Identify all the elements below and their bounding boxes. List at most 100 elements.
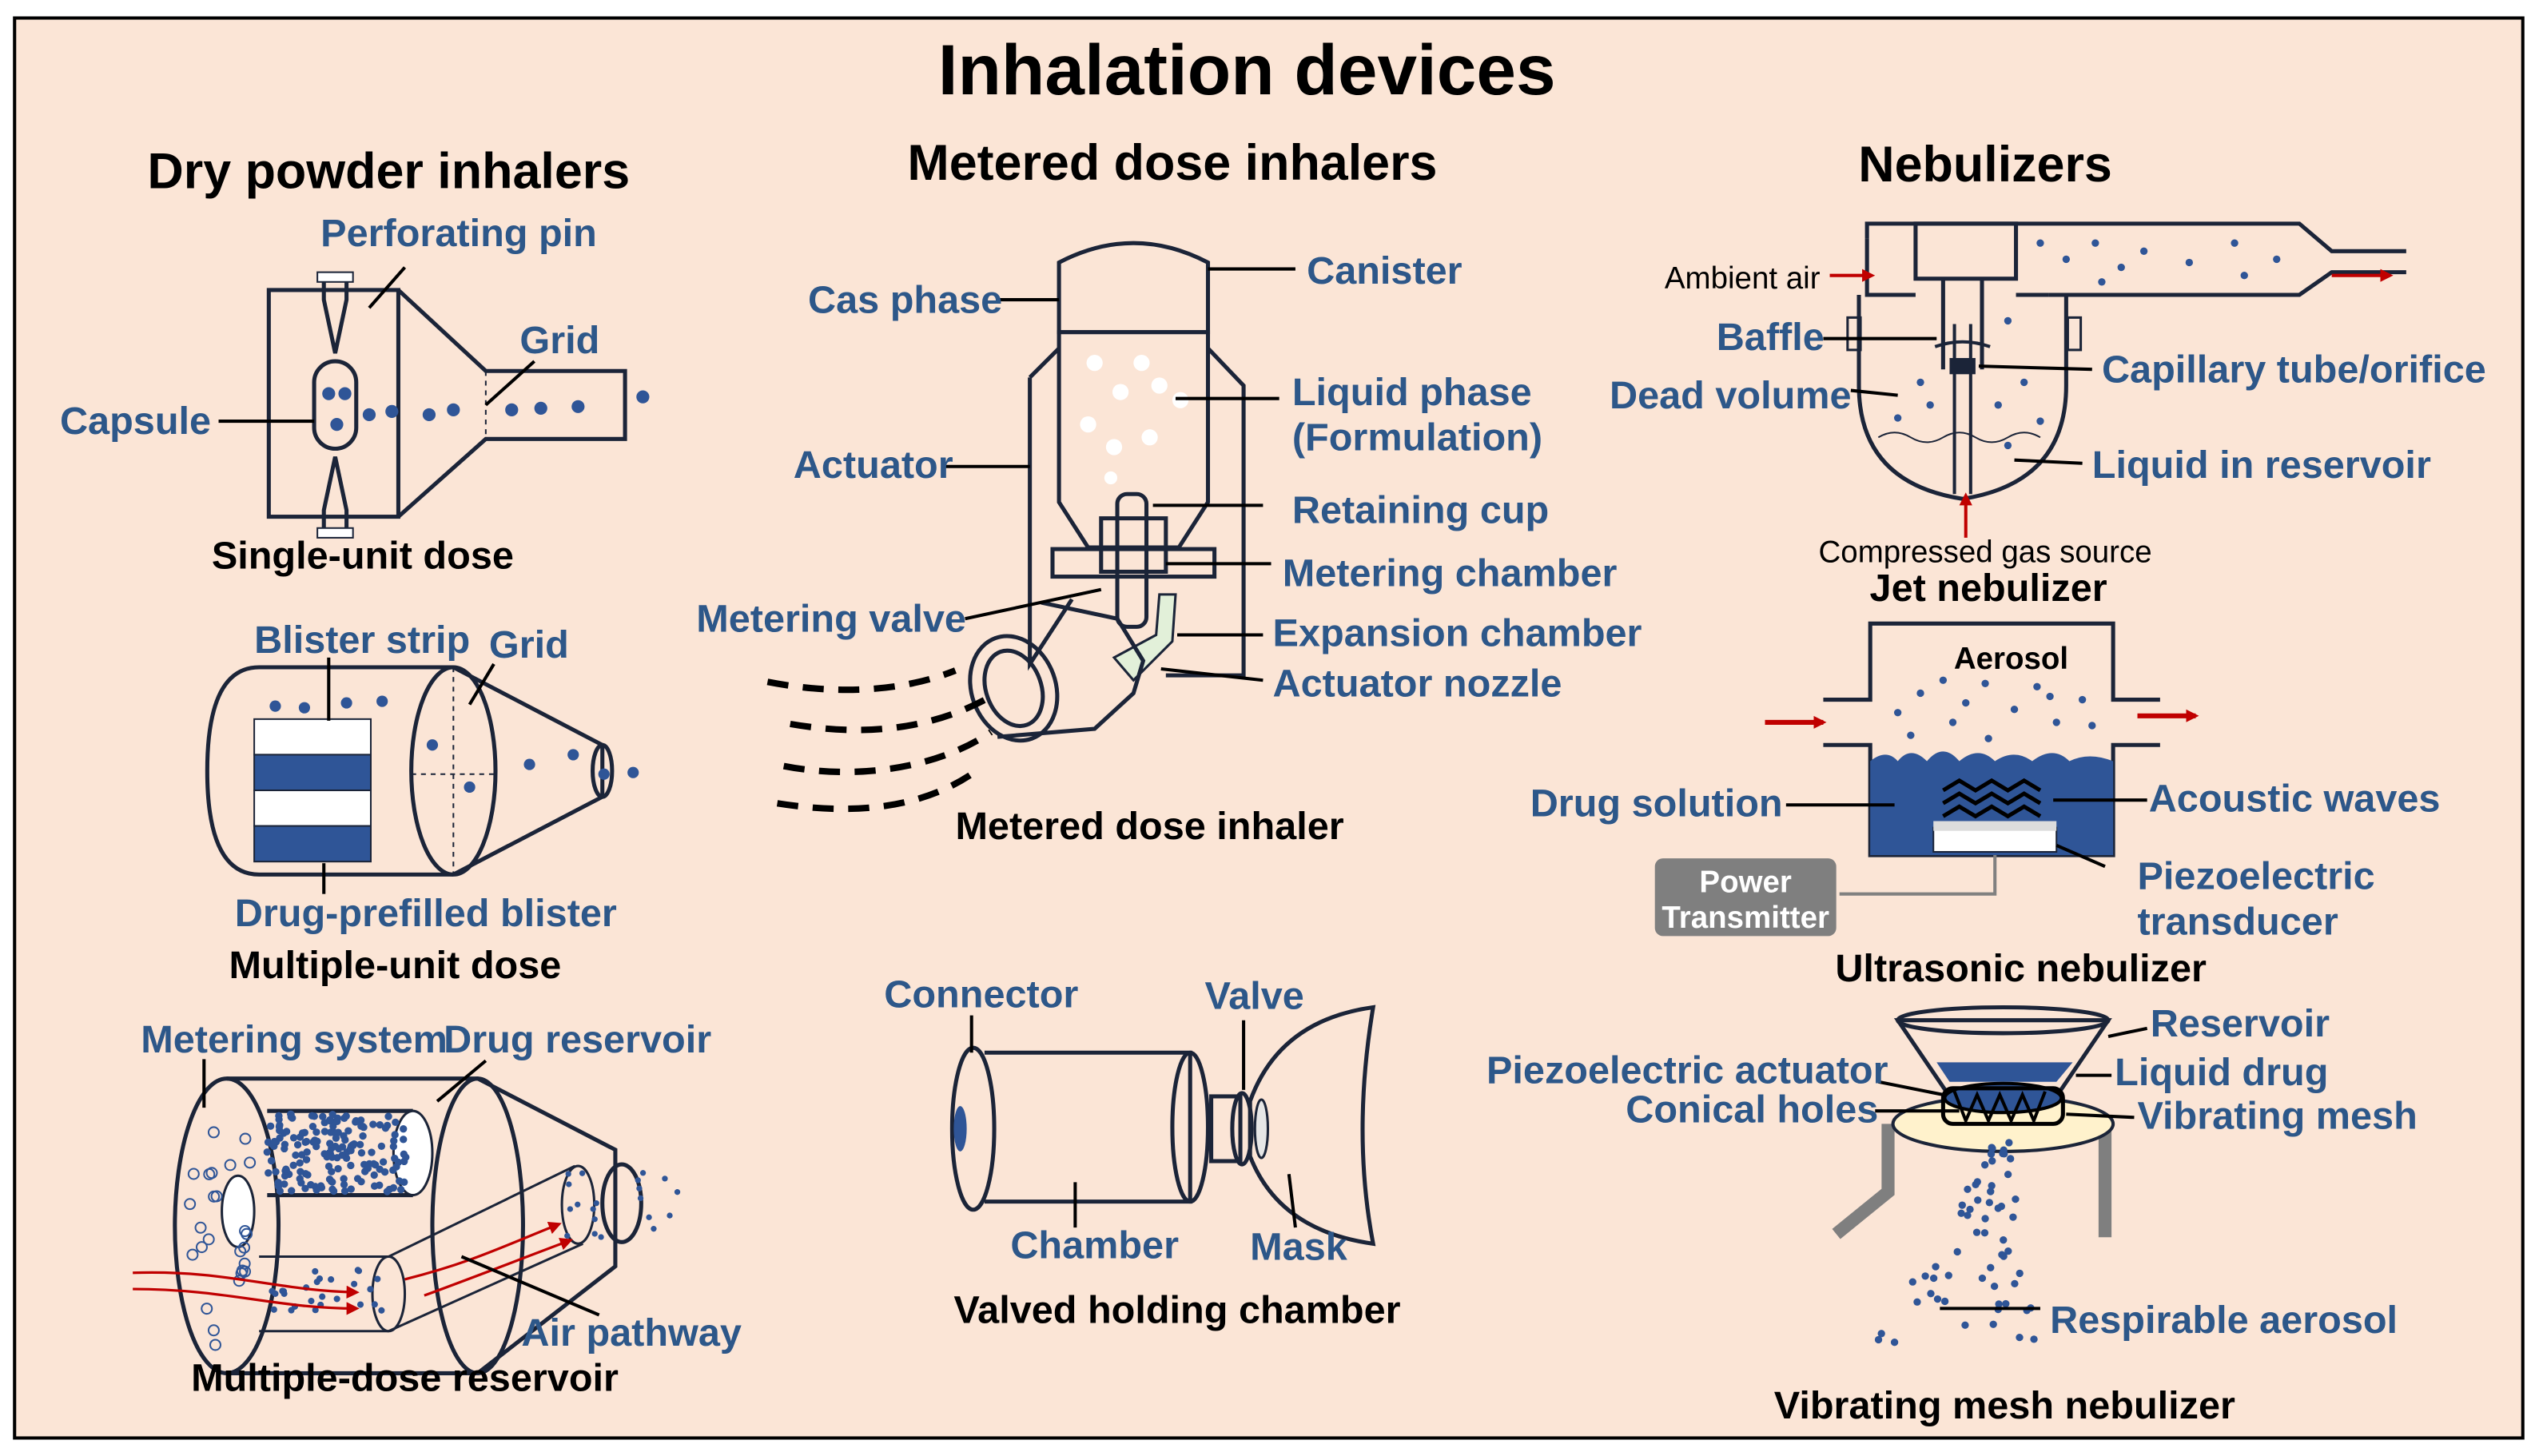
particle-dot: [356, 1301, 364, 1308]
expansion-chamber-label: Expansion chamber: [1273, 612, 1642, 655]
particle-dot: [298, 1129, 307, 1137]
particle-dot: [1980, 1160, 1989, 1169]
particle-dot: [1988, 1144, 1996, 1152]
single-grid-label: Grid: [519, 319, 599, 362]
conical-holes-label: Conical holes: [1626, 1088, 1878, 1131]
ambient-air-label: Ambient air: [1665, 261, 1821, 296]
particle-dot: [1988, 1157, 1996, 1165]
particle-dot: [272, 1168, 280, 1176]
particle-dot: [371, 1301, 378, 1308]
particle-dot: [186, 1248, 199, 1261]
connector-label: Connector: [884, 973, 1078, 1016]
particle-dot: [374, 1275, 381, 1283]
particle-dot: [566, 1181, 572, 1187]
single-dose-particles: [322, 387, 650, 432]
compressed-gas-label: Compressed gas source: [1819, 535, 2152, 569]
retaining-cup-label: Retaining cup: [1292, 489, 1549, 532]
baffle-label: Baffle: [1717, 316, 1825, 359]
particle-dot: [1957, 1209, 1965, 1217]
particle-dot: [380, 1168, 389, 1176]
gas-phase-label: Cas phase: [808, 278, 1002, 321]
particle-dot: [239, 1132, 252, 1145]
particle-dot: [1966, 1205, 1974, 1214]
particle-dot: [302, 1137, 311, 1146]
particle-dot: [344, 1127, 352, 1135]
particle-dot: [328, 1110, 336, 1119]
particle-dot: [207, 1126, 220, 1139]
particle-dot: [287, 1110, 295, 1119]
particle-dot: [289, 1161, 297, 1169]
particle-dot: [636, 1185, 643, 1191]
single-unit-dose-diagram: [266, 271, 627, 539]
mdi-caption: Metered dose inhaler: [955, 805, 1343, 848]
vibrating-mesh-label: Vibrating mesh: [2138, 1094, 2418, 1137]
particle-dot: [662, 1176, 668, 1182]
particle-dot: [201, 1303, 213, 1315]
particle-dot: [288, 1307, 295, 1314]
particle-dot: [296, 1159, 304, 1167]
particle-dot: [238, 1241, 251, 1254]
particle-dot: [400, 1178, 408, 1186]
particle-dot: [266, 1122, 275, 1130]
particle-dot: [376, 1120, 384, 1129]
piezo-actuator-label: Piezoelectric actuator: [1486, 1049, 1888, 1092]
particle-dot: [270, 1137, 279, 1146]
particle-dot: [202, 1233, 215, 1246]
particle-dot: [319, 1112, 327, 1120]
blister-cell: [253, 754, 372, 792]
jet-particles: [1893, 239, 2281, 450]
particle-dot: [353, 1175, 362, 1183]
particle-dot: [593, 1200, 599, 1207]
particle-dot: [389, 1183, 398, 1192]
particle-dot: [195, 1241, 208, 1254]
particle-dot: [319, 1293, 326, 1300]
particle-dot: [208, 1190, 221, 1203]
particle-dot: [598, 1234, 604, 1240]
particle-dot: [281, 1180, 289, 1188]
transmitter-label: Transmitter: [1661, 901, 1829, 935]
particle-dot: [590, 1206, 596, 1212]
blister-cell: [253, 718, 372, 756]
air-pathway-label: Air pathway: [521, 1311, 742, 1355]
particle-dot: [263, 1148, 271, 1156]
reservoir-label: Reservoir: [2151, 1002, 2330, 1045]
particle-dot: [312, 1267, 319, 1275]
particle-dot: [184, 1198, 197, 1211]
particle-dot: [1921, 1272, 1929, 1280]
particle-dot: [379, 1158, 388, 1166]
particle-dot: [326, 1116, 334, 1125]
particle-dot: [234, 1245, 247, 1258]
particle-dot: [2011, 1279, 2019, 1288]
particle-dot: [2007, 1155, 2015, 1163]
particle-dot: [194, 1221, 207, 1234]
particle-dot: [1974, 1196, 1982, 1204]
particle-dot: [1944, 1271, 1952, 1279]
particle-dot: [368, 1148, 376, 1156]
particle-dot: [381, 1124, 390, 1132]
liquid-reservoir-label: Liquid in reservoir: [2092, 444, 2431, 487]
particle-dot: [340, 1180, 348, 1189]
particle-dot: [389, 1143, 398, 1151]
particle-dot: [275, 1116, 283, 1124]
particle-dot: [565, 1171, 571, 1177]
particle-dot: [1980, 1229, 1989, 1237]
particle-dot: [1933, 1295, 1942, 1303]
particle-dot: [203, 1168, 216, 1180]
particle-dot: [333, 1295, 340, 1303]
particle-dot: [347, 1161, 355, 1170]
reservoir-particles: [184, 1110, 681, 1351]
blister-cell: [253, 789, 372, 827]
particle-dot: [674, 1189, 681, 1195]
particle-dot: [378, 1307, 385, 1314]
particle-dot: [298, 1151, 306, 1159]
particle-dot: [328, 1276, 335, 1283]
particle-dot: [270, 1306, 277, 1313]
particle-dot: [347, 1147, 355, 1155]
particle-dot: [276, 1127, 284, 1135]
metering-system-label: Metering system: [141, 1018, 448, 1061]
valve-label: Valve: [1204, 975, 1303, 1018]
perforating-pin-label: Perforating pin: [320, 212, 597, 255]
particle-dot: [265, 1169, 273, 1177]
particle-dot: [2005, 1139, 2013, 1147]
capsule-label: Capsule: [60, 400, 211, 443]
